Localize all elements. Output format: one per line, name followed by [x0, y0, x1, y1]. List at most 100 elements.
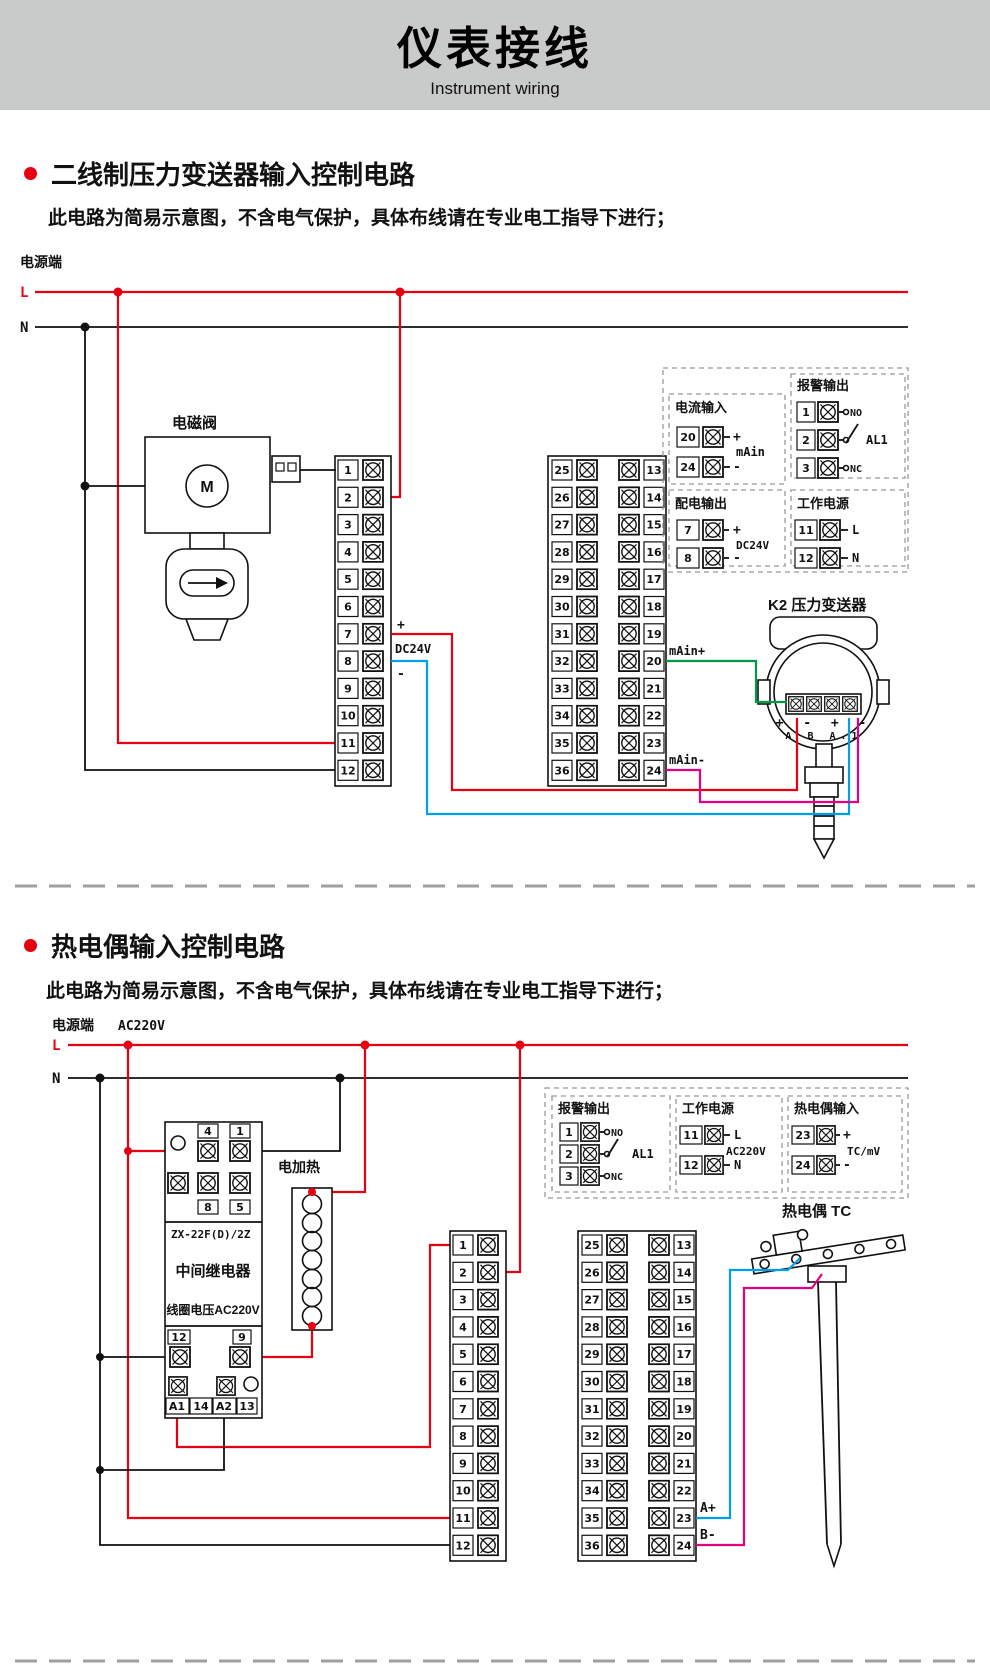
relay-terminal-number: 14	[193, 1400, 209, 1413]
terminal-screw-icon	[477, 1534, 499, 1557]
solenoid-label: 电磁阀	[172, 414, 217, 432]
terminal-screw-icon	[362, 650, 384, 672]
section1-wires	[80, 287, 405, 771]
terminal-screw-icon	[819, 519, 841, 541]
terminal-number-box	[673, 1316, 695, 1338]
terminal-screw-icon	[648, 1425, 670, 1447]
terminal-number: 25	[554, 464, 569, 477]
terminal-number: 23	[646, 737, 661, 750]
terminal-screw-icon	[477, 1316, 499, 1338]
a-plus-label: A+	[700, 1501, 716, 1516]
terminal-number-box	[452, 1288, 474, 1311]
terminal-number-box	[337, 541, 359, 563]
b-minus-label: B-	[700, 1528, 716, 1543]
terminal-screw-icon	[702, 547, 724, 569]
terminal-number: 17	[676, 1348, 691, 1361]
terminal-screw-icon	[576, 513, 598, 536]
terminal-number-box	[581, 1288, 603, 1311]
relay-terminal-number: 4	[204, 1125, 212, 1138]
relay-terminal-number: 8	[204, 1201, 212, 1214]
terminal-number: 18	[646, 601, 661, 614]
terminal-screw-icon	[842, 696, 858, 712]
terminal-number: 1	[802, 406, 810, 419]
terminal-screw-icon	[477, 1288, 499, 1311]
transmitter-signs: + - + -	[776, 716, 873, 731]
terminal-number: 34	[554, 710, 570, 723]
terminal-screw-icon	[606, 1234, 628, 1256]
terminal-number: 35	[554, 737, 569, 750]
tc-title: 热电偶输入	[794, 1101, 859, 1116]
terminal-number: 8	[684, 552, 692, 565]
instrument-block-frame	[577, 1230, 697, 1562]
tc-wires	[696, 1257, 823, 1547]
terminal-number-box	[452, 1316, 474, 1338]
terminal-number: 12	[683, 1159, 698, 1172]
terminal-screw-icon	[477, 1261, 499, 1284]
terminal-number: 11	[340, 737, 355, 750]
section1-header: 二线制压力变送器输入控制电路	[24, 155, 415, 192]
page-subtitle: Instrument wiring	[430, 79, 560, 98]
page-title: 仪表接线	[396, 23, 593, 74]
relay-terminal-number: 9	[238, 1331, 246, 1344]
terminal-number-box	[452, 1425, 474, 1447]
terminal-screw-icon	[477, 1343, 499, 1366]
dc24v-label: DC24V	[395, 642, 431, 656]
terminal-number: 32	[584, 1430, 599, 1443]
terminal-screw-icon	[477, 1507, 499, 1529]
al1-label: AL1	[632, 1147, 654, 1161]
dist-title: 配电输出	[675, 496, 727, 511]
relay-name: 中间继电器	[175, 1262, 251, 1280]
bullet-icon	[24, 939, 37, 952]
terminal-number: 3	[565, 1170, 573, 1183]
terminal-number: 24	[646, 764, 662, 777]
terminal-number: 36	[584, 1539, 600, 1552]
terminal-number-box	[452, 1343, 474, 1365]
terminal-number-box	[643, 705, 665, 727]
terminal-screw-icon	[702, 426, 724, 448]
terminal-number: 1	[344, 464, 352, 477]
relay-terminal-number: 5	[236, 1201, 244, 1214]
terminal-number-box	[581, 1507, 603, 1529]
terminal-number: 28	[584, 1321, 599, 1334]
flow-arrow-icon	[188, 577, 228, 589]
terminal-screw-icon	[477, 1452, 499, 1475]
terminal-number: 26	[554, 491, 570, 504]
terminal-number: 2	[459, 1266, 467, 1279]
motor-label: M	[200, 479, 213, 496]
terminal-screw-icon	[618, 677, 640, 700]
terminal-number: 31	[584, 1403, 599, 1416]
terminal-screw-icon	[362, 677, 384, 700]
alarm-output-group: 报警输出 1 2 3 NO	[790, 373, 906, 479]
alarm-title: 报警输出	[558, 1101, 610, 1116]
terminal-screw-icon	[229, 1172, 251, 1194]
terminal-number-box	[643, 759, 665, 781]
intermediate-relay: 4 1 8 5 ZX-22F(D)/2Z 中间继电器 线圈电压AC220V 12…	[164, 1121, 263, 1419]
terminal-screw-icon	[576, 704, 598, 727]
terminal-screw-icon	[606, 1343, 628, 1366]
terminal-screw-icon	[618, 513, 640, 536]
ac220v-label: AC220V	[726, 1145, 766, 1158]
power-rails: 电源端 AC220V L N	[52, 1017, 908, 1087]
terminal-number-box	[673, 1425, 695, 1447]
terminal-number: 11	[455, 1512, 470, 1525]
terminal-screw-icon	[606, 1425, 628, 1447]
terminal-screw-icon	[606, 1288, 628, 1311]
terminal-number: 34	[584, 1485, 600, 1498]
terminal-screw-icon	[576, 459, 598, 481]
terminal-screw-icon	[648, 1234, 670, 1256]
terminal-screw-icon	[648, 1479, 670, 1502]
terminal-screw-icon	[477, 1234, 499, 1256]
work-power-group: 工作电源 11 L 12 N	[790, 489, 906, 569]
no-label: NO	[850, 408, 862, 419]
terminal-screw-icon	[576, 677, 598, 700]
nc-label: NC	[611, 1172, 623, 1183]
terminal-screw-icon	[362, 622, 384, 645]
section1-diagram: 电源端 L N 电磁阀 M	[15, 254, 975, 888]
strip-left-frame	[334, 455, 392, 787]
terminal-number: 23	[795, 1129, 810, 1142]
terminal-number-box	[452, 1370, 474, 1393]
work-title: 工作电源	[797, 496, 849, 511]
terminal-screw-icon	[817, 457, 839, 479]
